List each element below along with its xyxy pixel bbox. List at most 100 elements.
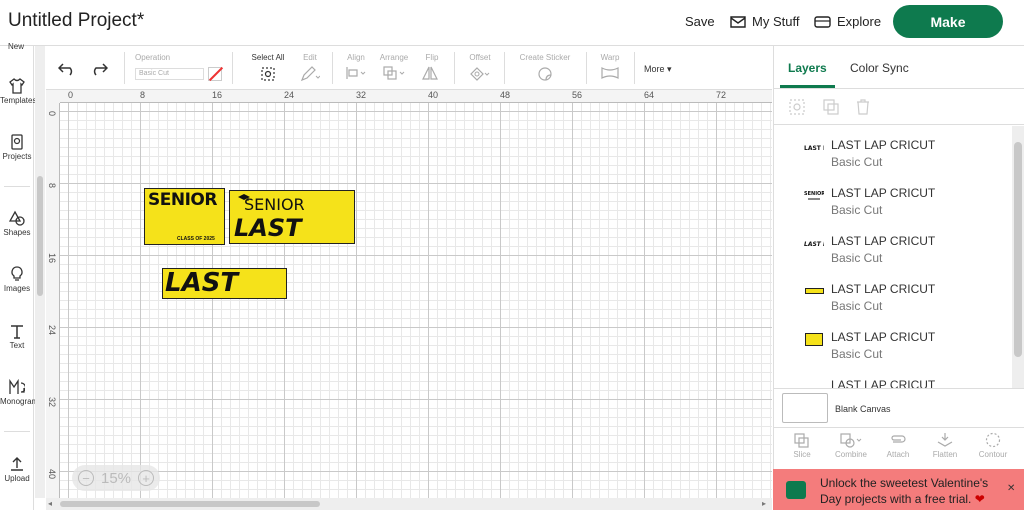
svg-text:SENIOR: SENIOR	[804, 191, 824, 197]
sidebar-item-new[interactable]: New	[8, 42, 25, 51]
flip-button[interactable]: Flip	[420, 53, 444, 80]
zoom-level: 15%	[100, 469, 132, 487]
scrollbar-thumb[interactable]	[60, 501, 320, 507]
layer-item[interactable]: LAST LAP LAST LAP CRICUT Basic Cut	[774, 126, 1014, 174]
zoom-control: − 15% +	[72, 465, 160, 491]
scroll-left-icon[interactable]: ◂	[48, 499, 53, 508]
zoom-in-button[interactable]: +	[138, 470, 154, 486]
layer-operation: Basic Cut	[831, 347, 883, 361]
flatten-button[interactable]: Flatten	[925, 432, 965, 459]
svg-text:LAST LAP: LAST LAP	[804, 241, 824, 248]
layer-operation: Basic Cut	[831, 155, 883, 169]
yellow-swatch	[805, 332, 823, 346]
make-button[interactable]: Make	[893, 5, 1003, 38]
zoom-out-button[interactable]: −	[78, 470, 94, 486]
sticker-icon	[538, 67, 552, 81]
sidebar-item-templates[interactable]: Templates	[0, 78, 36, 105]
close-icon[interactable]: ✕	[1007, 483, 1016, 494]
undo-icon[interactable]	[58, 62, 76, 76]
ruler-tick-label: 72	[716, 90, 727, 100]
contour-button[interactable]: Contour	[973, 432, 1013, 459]
scrollbar-thumb[interactable]	[37, 176, 43, 296]
scroll-right-icon[interactable]: ▸	[762, 499, 767, 508]
pencil-icon	[300, 66, 320, 82]
save-button[interactable]: Save	[685, 14, 715, 29]
shapes-icon	[9, 210, 25, 226]
select-all-label: Select All	[251, 53, 285, 62]
operation-select[interactable]: Basic Cut	[135, 68, 204, 80]
create-sticker-button[interactable]: Create Sticker	[516, 53, 574, 82]
align-button[interactable]: Align	[344, 53, 368, 80]
slice-button[interactable]: Slice	[782, 432, 822, 459]
shirt-icon	[9, 78, 25, 94]
sidebar-item-upload[interactable]: Upload	[0, 456, 34, 483]
layers-scrollbar[interactable]	[1012, 126, 1024, 388]
layer-name: LAST LAP CRICUT	[831, 282, 936, 296]
design-canvas[interactable]: SENIOR CLASS OF 2025 SENIOR LAST LAP LAS…	[60, 103, 772, 498]
duplicate-icon[interactable]	[822, 98, 840, 116]
sidebar-item-text[interactable]: Text	[0, 323, 34, 350]
heart-icon: ❤	[974, 492, 985, 506]
promo-text-wrap: Unlock the sweetest Valentine's Day proj…	[820, 475, 1000, 507]
design-senior-card[interactable]: SENIOR CLASS OF 2025	[144, 188, 225, 245]
warp-icon	[601, 67, 619, 79]
slice-label: Slice	[793, 450, 811, 459]
offset-label: Offset	[469, 53, 491, 62]
layers-panel: Layers Color Sync LAST LAP LAST LAP CRIC…	[773, 46, 1024, 510]
ruler-tick-label: 56	[572, 90, 583, 100]
sidebar-item-shapes[interactable]: Shapes	[0, 210, 34, 237]
explore-button[interactable]: Explore	[814, 14, 881, 29]
combine-label: Combine	[834, 450, 867, 459]
blank-canvas-row[interactable]: Blank Canvas	[774, 388, 1024, 428]
plus-icon: +	[142, 470, 150, 486]
project-title[interactable]: Untitled Project*	[8, 10, 145, 31]
last-lap-text: LAST LAP	[165, 268, 239, 298]
upload-icon	[11, 457, 23, 471]
contour-label: Contour	[978, 450, 1008, 459]
layer-operation: Basic Cut	[831, 251, 883, 265]
delete-icon[interactable]	[854, 98, 872, 116]
warp-button[interactable]: Warp	[598, 53, 622, 80]
canvas-vertical-scrollbar[interactable]	[35, 46, 45, 498]
design-last-lap[interactable]: LAST LAP	[162, 268, 287, 299]
layer-item[interactable]: LAST LAP CRICUT Basic Cut	[774, 318, 1014, 366]
svg-text:LAST LAP: LAST LAP	[804, 145, 824, 152]
offset-button[interactable]: Offset	[466, 53, 494, 82]
combine-button[interactable]: Combine	[831, 432, 871, 459]
attach-button[interactable]: Attach	[878, 432, 918, 459]
layer-item[interactable]: LAST LAP LAST LAP CRICUT Basic Cut	[774, 222, 1014, 270]
graduation-cap-icon	[238, 194, 250, 201]
align-icon	[346, 67, 366, 79]
redo-icon[interactable]	[90, 62, 108, 76]
sidebar-item-monogram[interactable]: Monogram	[0, 379, 38, 406]
layer-name: LAST LAP CRICUT	[831, 186, 936, 200]
edit-button[interactable]: Edit	[298, 53, 322, 82]
operation-color-swatch[interactable]	[208, 67, 222, 81]
promo-banner[interactable]: Unlock the sweetest Valentine's Day proj…	[773, 469, 1024, 510]
layer-item[interactable]: LAST LAP CRICUT Basic Cut	[774, 270, 1014, 318]
explore-icon	[814, 15, 831, 28]
more-button[interactable]: More ▾	[644, 64, 672, 75]
canvas-horizontal-scrollbar[interactable]: ◂ ▸	[46, 498, 772, 510]
arrange-button[interactable]: Arrange	[378, 53, 410, 80]
blank-canvas-swatch[interactable]	[782, 393, 828, 423]
sidebar-item-projects[interactable]: Projects	[0, 134, 34, 161]
layer-thumbnail	[804, 331, 824, 347]
my-stuff-button[interactable]: My Stuff	[730, 14, 799, 29]
tab-layers[interactable]: Layers	[788, 61, 827, 75]
sidebar-item-images[interactable]: Images	[0, 266, 34, 293]
tab-color-sync[interactable]: Color Sync	[850, 61, 909, 75]
layer-item[interactable]: LAST LAP CRICUT	[774, 366, 1014, 388]
scrollbar-thumb[interactable]	[1014, 142, 1022, 357]
sidebar-divider	[4, 186, 30, 187]
layer-item[interactable]: SENIOR LAST LAP CRICUT Basic Cut	[774, 174, 1014, 222]
design-senior-last-lap[interactable]: SENIOR LAST LAP	[229, 190, 355, 244]
group-icon[interactable]	[788, 98, 806, 116]
ruler-tick-label: 24	[47, 325, 57, 336]
slice-icon	[794, 433, 809, 448]
ruler-tick-label: 16	[47, 253, 57, 264]
select-all-button[interactable]: Select All	[246, 53, 290, 82]
ruler-tick-label: 32	[356, 90, 367, 100]
senior-card-subtitle: CLASS OF 2025	[177, 236, 215, 242]
ruler-tick-label: 0	[47, 111, 57, 117]
